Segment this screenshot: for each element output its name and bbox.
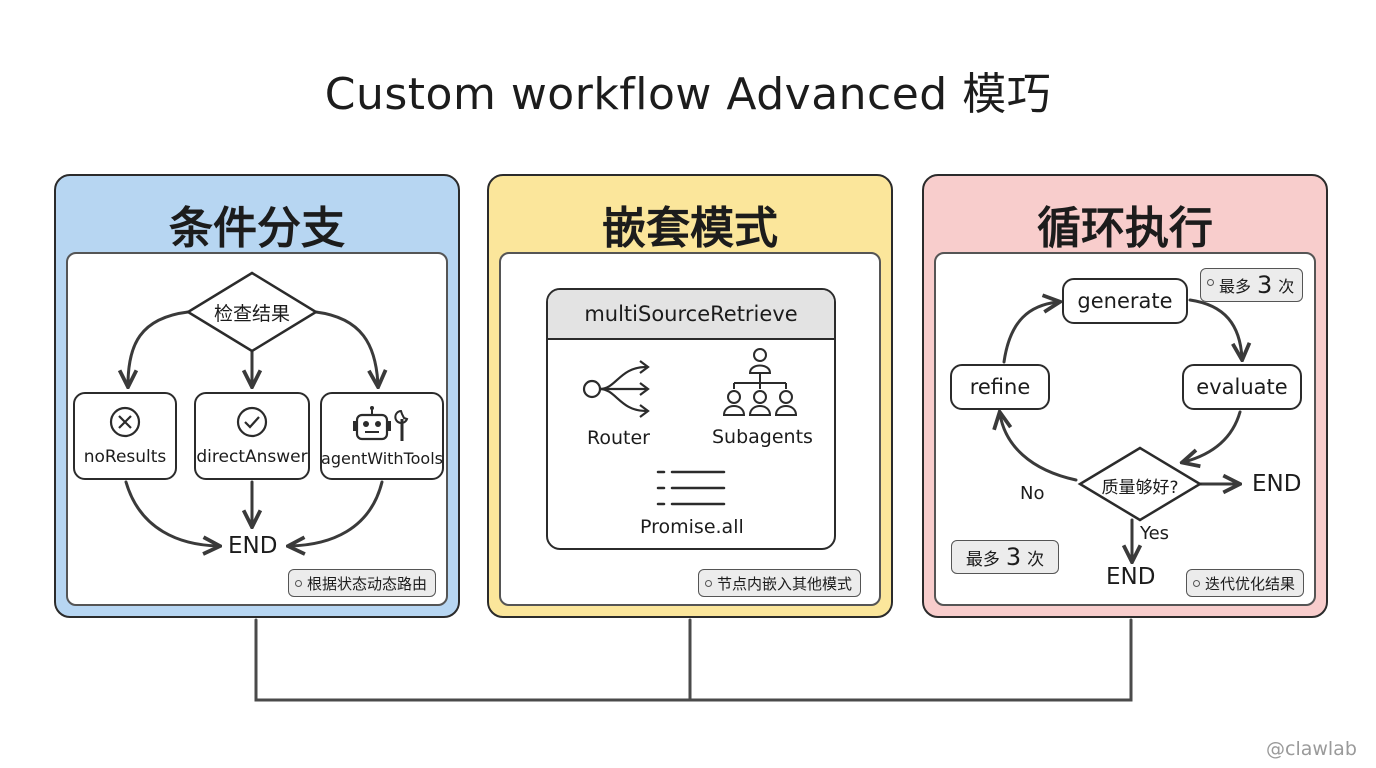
decision-label: 质量够好? — [1101, 478, 1179, 498]
end-label: END — [228, 533, 278, 559]
max-prefix: 最多 — [1219, 277, 1252, 296]
page-title: Custom workflow Advanced 模巧 — [324, 69, 1052, 120]
panel-title: 循环执行 — [1037, 203, 1213, 254]
arrow — [314, 310, 378, 385]
tag-dynamic-routing: 根据状态动态路由 — [288, 569, 437, 597]
decision-diamond — [185, 271, 319, 353]
promise-label: Promise.all — [640, 516, 744, 538]
parallel-lines-icon — [656, 470, 726, 506]
node-noResults: noResults — [73, 392, 177, 480]
no-label: No — [1020, 483, 1045, 504]
max-iterations-badge: 最多 3 次 — [951, 540, 1059, 574]
yes-label: Yes — [1140, 523, 1170, 544]
container-title: multiSourceRetrieve — [548, 290, 834, 340]
bracket-line — [254, 618, 1133, 702]
arrow — [290, 480, 384, 546]
node-agentWithTools: agentWithTools — [320, 392, 444, 480]
max-number: 3 — [1005, 543, 1022, 571]
arrow — [1000, 414, 1078, 482]
max-suffix: 次 — [1278, 277, 1295, 296]
router-icon — [582, 360, 650, 418]
end-bottom-label: END — [1106, 564, 1156, 590]
node-refine: refine — [950, 364, 1050, 410]
arrow — [1184, 410, 1242, 462]
arrow — [1188, 298, 1242, 358]
robot-wrench-icon — [353, 405, 409, 441]
check-circle-icon — [236, 406, 268, 438]
max-number: 3 — [1257, 271, 1273, 299]
decision-label: 检查结果 — [213, 303, 290, 325]
node-evaluate: evaluate — [1182, 364, 1302, 410]
arrow — [128, 310, 190, 385]
tag-max-iterations: 最多 3 次 — [1200, 268, 1304, 302]
node-label: noResults — [83, 447, 167, 467]
panel-title: 嵌套模式 — [602, 203, 778, 254]
nested-container: multiSourceRetrieve — [546, 288, 836, 550]
end-right-label: END — [1252, 471, 1302, 497]
arrow — [1002, 302, 1058, 364]
node-directAnswer: directAnswer — [194, 392, 310, 480]
node-generate: generate — [1062, 278, 1188, 324]
max-suffix: 次 — [1027, 549, 1045, 570]
tag-iterative-optimize: 迭代优化结果 — [1186, 569, 1305, 597]
x-circle-icon — [109, 406, 141, 438]
subagents-label: Subagents — [712, 426, 813, 448]
router-label: Router — [587, 427, 650, 449]
arrow — [124, 480, 218, 546]
watermark: @clawlab — [1266, 738, 1357, 760]
max-prefix: 最多 — [965, 549, 1000, 570]
panel-title: 条件分支 — [169, 203, 345, 254]
tag-embed-modes: 节点内嵌入其他模式 — [698, 569, 862, 597]
node-label: directAnswer — [196, 447, 308, 467]
decision-diamond — [1077, 446, 1203, 522]
subagents-icon — [722, 348, 798, 416]
node-label: agentWithTools — [321, 448, 443, 468]
